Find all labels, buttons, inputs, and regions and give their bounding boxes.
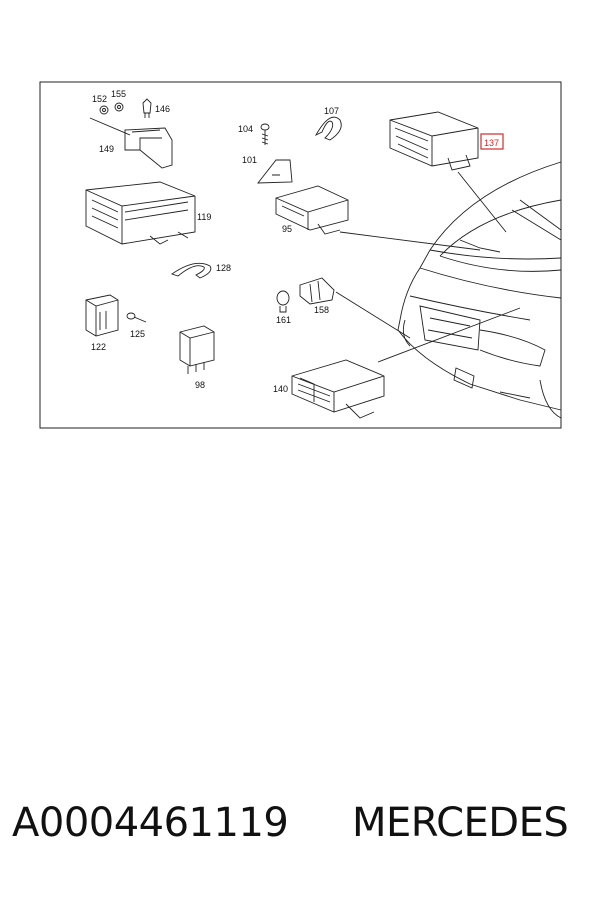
callout-125: 125 xyxy=(130,329,145,339)
callout-140: 140 xyxy=(273,384,288,394)
part-number: A0004461119 xyxy=(12,800,289,846)
leader-140 xyxy=(377,307,521,363)
control-unit-95-drawing xyxy=(275,185,349,235)
leader-158 xyxy=(335,291,411,339)
caption: A0004461119 MERCEDES xyxy=(0,800,600,860)
leader-137 xyxy=(457,171,507,233)
relay-122-drawing xyxy=(85,294,119,337)
callout-95: 95 xyxy=(282,224,292,234)
washer-155-drawing xyxy=(114,102,124,112)
bracket-149-drawing xyxy=(89,117,173,169)
callout-161: 161 xyxy=(276,315,291,325)
callout-155: 155 xyxy=(111,89,126,99)
bulb-holder-161-drawing xyxy=(276,290,290,313)
leader-95 xyxy=(339,231,481,251)
callout-137: 137 xyxy=(484,138,499,148)
washer-152-drawing xyxy=(99,105,109,115)
module-119-drawing xyxy=(85,181,196,245)
callout-107: 107 xyxy=(324,106,339,116)
callout-158: 158 xyxy=(314,305,329,315)
callout-119: 119 xyxy=(197,212,211,222)
parts-diagram: 152 155 146 149 104 107 101 137 119 95 1… xyxy=(39,81,562,429)
screw-125-drawing xyxy=(126,312,147,323)
control-unit-137-drawing xyxy=(389,111,479,171)
switch-158-drawing xyxy=(299,277,335,305)
cable-tie-107-drawing xyxy=(314,116,342,141)
diagram-frame xyxy=(39,81,562,429)
callout-101: 101 xyxy=(242,155,257,165)
callout-137-highlight-box xyxy=(480,133,504,150)
control-unit-140-drawing xyxy=(291,359,385,419)
clip-146-drawing xyxy=(142,98,152,118)
callout-146: 146 xyxy=(155,104,170,114)
callout-149: 149 xyxy=(99,144,114,154)
vehicle-drawing xyxy=(397,161,562,419)
relay-98-drawing xyxy=(179,325,215,374)
callout-122: 122 xyxy=(91,342,106,352)
callout-104: 104 xyxy=(238,124,253,134)
cable-tie-128-drawing xyxy=(171,262,212,279)
callout-128: 128 xyxy=(216,263,231,273)
callout-152: 152 xyxy=(92,94,107,104)
brand-name: MERCEDES xyxy=(352,800,569,846)
screw-104-drawing xyxy=(260,123,270,145)
callout-98: 98 xyxy=(195,380,205,390)
bracket-101-drawing xyxy=(257,159,293,184)
